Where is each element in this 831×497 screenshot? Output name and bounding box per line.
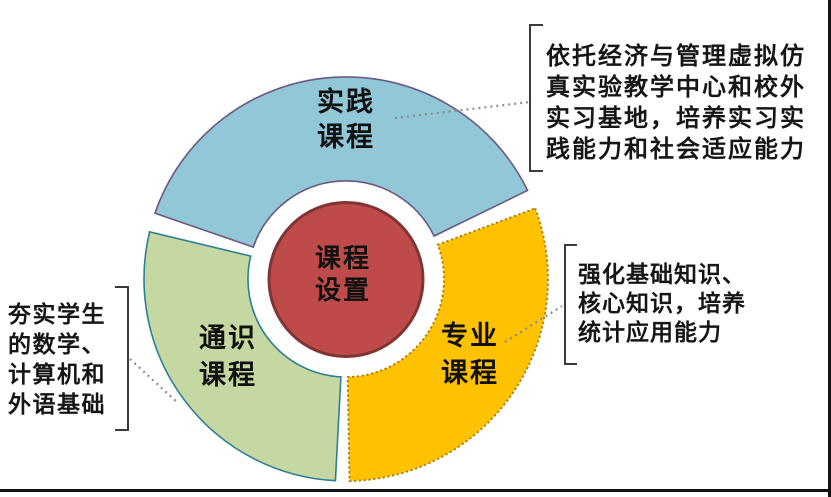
general-note-line1: 夯实学生	[8, 302, 106, 328]
leader-line-general	[129, 358, 179, 404]
professional-segment	[346, 207, 549, 482]
professional-note: 强化基础知识、 核心知识，培养 统计应用能力	[578, 261, 746, 348]
professional-label-line1: 专业	[441, 321, 499, 352]
practice-label-line1: 实践	[317, 87, 375, 118]
professional-note-line1: 强化基础知识、	[578, 262, 746, 288]
practice-label-line2: 课程	[317, 122, 375, 153]
table-border-right	[828, 0, 831, 497]
practice-note-bracket	[529, 24, 543, 172]
professional-segment-label: 专业 课程	[410, 318, 530, 392]
general-note-line3: 计算机和	[8, 362, 106, 388]
practice-segment	[153, 76, 529, 249]
practice-note-line2: 真实验教学中心和校外	[546, 73, 806, 101]
general-note-line4: 外语基础	[8, 392, 106, 418]
practice-segment-label: 实践 课程	[286, 85, 406, 155]
professional-note-bracket	[564, 244, 577, 365]
general-note-line2: 的数学、	[8, 332, 106, 358]
general-label-line2: 课程	[199, 360, 257, 391]
practice-note-line3: 实习基地，培养实习实	[546, 104, 806, 132]
leader-line-practice	[394, 100, 531, 120]
general-label-line1: 通识	[199, 323, 257, 354]
practice-note-line1: 依托经济与管理虚拟仿	[546, 42, 806, 70]
center-circle	[267, 201, 425, 358]
professional-note-line2: 核心知识，培养	[578, 291, 746, 317]
table-border-bottom	[0, 489, 831, 492]
center-label: 课程 设置	[283, 243, 403, 307]
center-label-line1: 课程	[314, 244, 371, 274]
general-segment-label: 通识 课程	[168, 320, 288, 394]
general-note: 夯实学生 的数学、 计算机和 外语基础	[8, 300, 106, 420]
center-label-line2: 设置	[314, 276, 371, 306]
professional-note-line3: 统计应用能力	[578, 320, 722, 346]
practice-note-line4: 践能力和社会适应能力	[546, 135, 806, 163]
general-segment	[143, 230, 342, 482]
general-note-bracket	[115, 286, 129, 431]
practice-note: 依托经济与管理虚拟仿 真实验教学中心和校外 实习基地，培养实习实 践能力和社会适…	[546, 41, 806, 165]
professional-label-line2: 课程	[441, 358, 499, 389]
